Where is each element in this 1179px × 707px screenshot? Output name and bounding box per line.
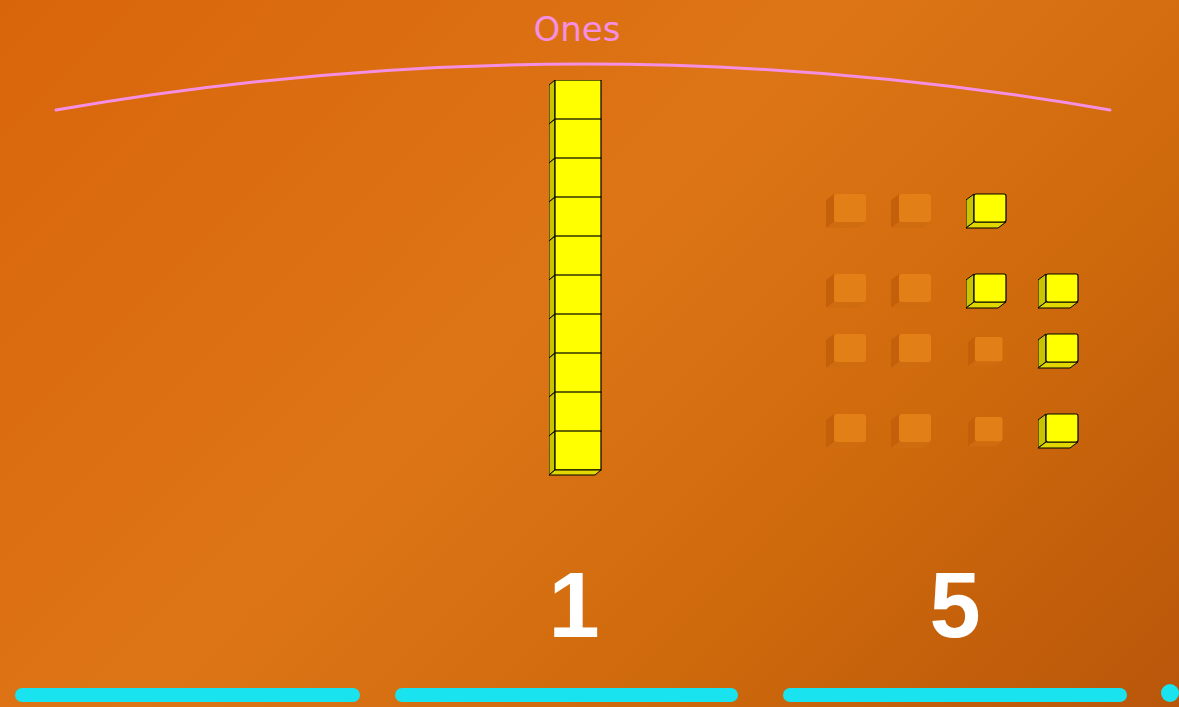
rod-cube <box>549 197 601 241</box>
rod-cube <box>549 431 601 475</box>
rod-cube <box>549 236 601 280</box>
unit-cube <box>966 194 1006 228</box>
ghost-cube <box>826 194 866 228</box>
ones-digit: 5 <box>929 555 980 656</box>
ghost-cube <box>891 334 931 368</box>
answer-line <box>22 688 353 702</box>
rod-cube <box>549 80 601 124</box>
unit-cube <box>966 274 1006 308</box>
rod-cube <box>549 275 601 319</box>
ghost-cube <box>826 414 866 448</box>
unit-cube <box>1038 414 1078 448</box>
ghost-cube <box>968 337 1003 366</box>
rod-cube <box>549 158 601 202</box>
ghost-cube <box>891 274 931 308</box>
rod-cube <box>549 314 601 358</box>
ghost-cube <box>826 334 866 368</box>
answer-line <box>402 688 731 702</box>
unit-cubes <box>826 194 1078 448</box>
ghost-cube <box>891 194 931 228</box>
ghost-cube <box>968 417 1003 446</box>
tens-digit: 1 <box>548 555 599 656</box>
unit-cube <box>1038 274 1078 308</box>
rod-cube <box>549 353 601 397</box>
answer-lines <box>22 684 1179 702</box>
rod-bottom-face <box>549 470 601 475</box>
rod-cube <box>549 119 601 163</box>
ghost-cube <box>826 274 866 308</box>
answer-dot <box>1161 684 1179 702</box>
ten-rod <box>549 80 601 475</box>
place-value-heading: Ones <box>534 11 621 48</box>
ghost-cube <box>891 414 931 448</box>
rod-cube <box>549 392 601 436</box>
unit-cube <box>1038 334 1078 368</box>
answer-line <box>790 688 1120 702</box>
